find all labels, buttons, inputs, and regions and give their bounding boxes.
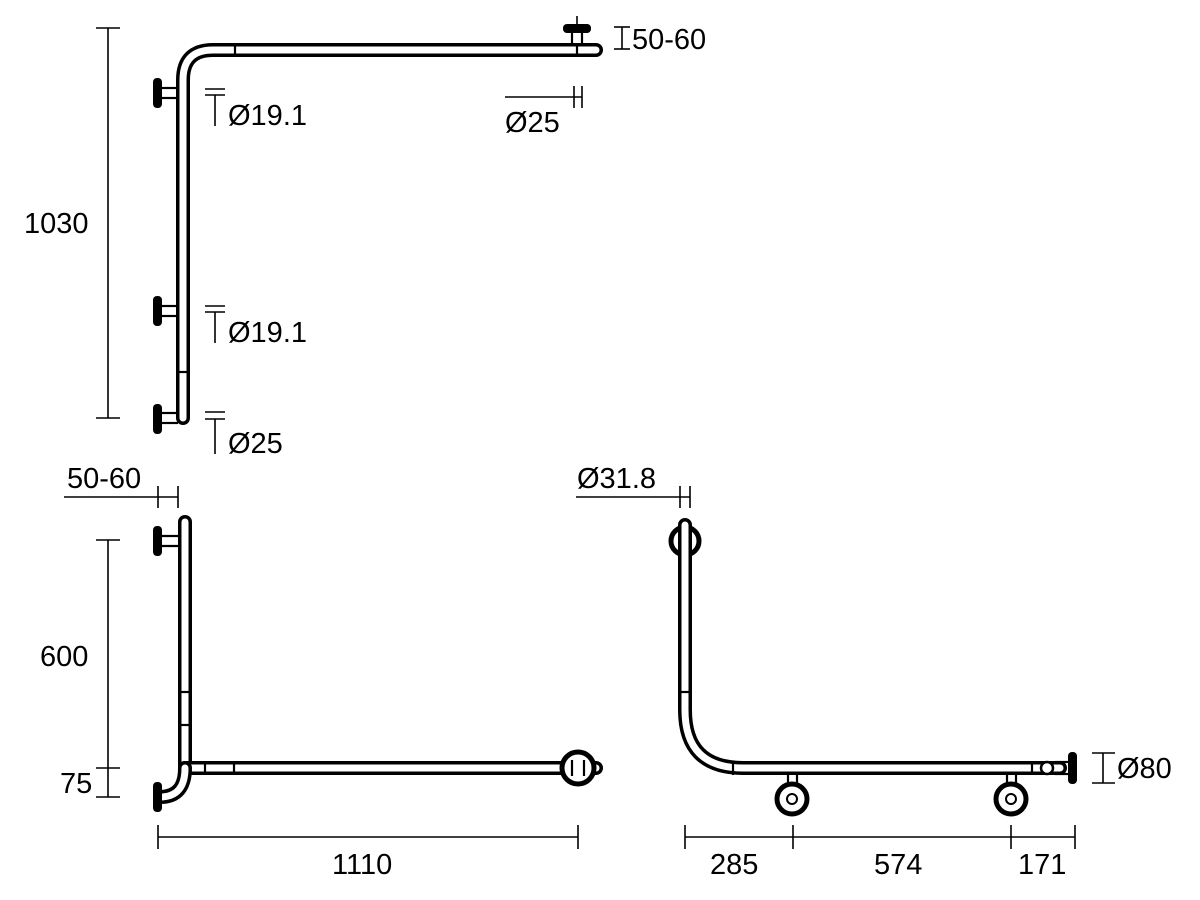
top-view-flange-top bbox=[563, 16, 591, 45]
side-view-span-2-label: 574 bbox=[874, 849, 922, 881]
top-view-top-tube-callout: Ø25 bbox=[505, 86, 583, 139]
front-view-end-plate bbox=[559, 749, 597, 787]
side-view-rail-inner bbox=[681, 521, 1064, 772]
top-view-rail-inner bbox=[179, 46, 600, 422]
top-view-tube-callout-2: Ø19.1 bbox=[205, 305, 307, 349]
side-view-tube-dimension: Ø31.8 bbox=[576, 463, 691, 508]
top-view-offset-callout: 50-60 bbox=[614, 24, 706, 56]
side-view-rail bbox=[678, 518, 1067, 775]
front-view-width-label: 1110 bbox=[332, 849, 392, 881]
front-view-height-dimension: 600 75 bbox=[40, 539, 120, 800]
side-view-span-1-label: 285 bbox=[710, 849, 758, 881]
side-view-end-plate bbox=[1039, 752, 1077, 784]
side-view: Ø31.8 Ø80 285 574 171 bbox=[576, 463, 1172, 881]
front-view-height-upper-label: 600 bbox=[40, 641, 88, 673]
top-view-offset-label: 50-60 bbox=[632, 24, 706, 56]
front-view-height-lower-label: 75 bbox=[60, 768, 92, 800]
top-view-flange-1 bbox=[153, 78, 178, 108]
top-view-flange-3 bbox=[153, 404, 178, 434]
side-view-tube-label: Ø31.8 bbox=[577, 463, 656, 495]
top-view-tube-label-3: Ø25 bbox=[228, 428, 283, 460]
top-view-top-tube-label: Ø25 bbox=[505, 107, 560, 139]
top-view-height-label: 1030 bbox=[24, 208, 89, 240]
front-view-flange-bottom bbox=[153, 782, 162, 812]
front-view-offset-label: 50-60 bbox=[67, 463, 141, 495]
side-view-floor-support-1 bbox=[774, 775, 810, 817]
side-view-plate-dimension: Ø80 bbox=[1092, 752, 1172, 785]
top-view-tube-label-2: Ø19.1 bbox=[228, 317, 307, 349]
top-view-height-dimension: 1030 bbox=[24, 27, 120, 419]
top-view-tube-label-1: Ø19.1 bbox=[228, 100, 307, 132]
side-view-plate-label: Ø80 bbox=[1117, 753, 1172, 785]
front-view: 50-60 600 75 1110 bbox=[40, 463, 603, 881]
front-view-flange-top bbox=[153, 526, 180, 556]
front-view-lower-stub-inner bbox=[156, 764, 189, 801]
top-view-flange-2 bbox=[153, 296, 178, 326]
top-view: 1030 Ø19.1 Ø19.1 Ø25 Ø25 bbox=[24, 16, 706, 460]
top-view-tube-callout-3: Ø25 bbox=[205, 411, 283, 460]
top-view-tube-callout-1: Ø19.1 bbox=[205, 88, 307, 132]
side-view-floor-support-2 bbox=[993, 775, 1029, 817]
side-view-span-dimension: 285 574 171 bbox=[684, 825, 1076, 881]
side-view-span-3-label: 171 bbox=[1018, 849, 1066, 881]
front-view-offset-dimension: 50-60 bbox=[64, 463, 179, 508]
front-view-width-dimension: 1110 bbox=[157, 825, 579, 881]
